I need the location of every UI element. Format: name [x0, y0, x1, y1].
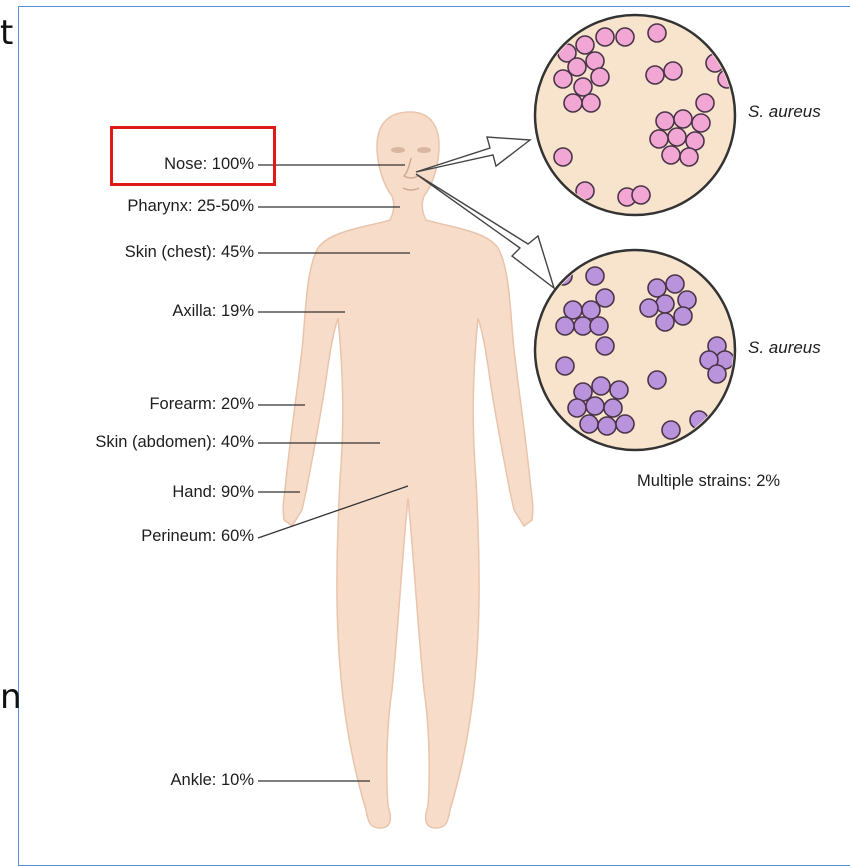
bacterium-2-20	[596, 337, 614, 355]
bacterium-2-4	[582, 301, 600, 319]
bacterium-2-13	[656, 313, 674, 331]
bacterium-2-14	[640, 299, 658, 317]
bacterium-1-21	[680, 148, 698, 166]
bacterium-1-1	[576, 36, 594, 54]
bacterium-1-15	[674, 110, 692, 128]
bacterium-2-8	[648, 279, 666, 297]
site-label-pharynx: Pharynx: 25-50%	[127, 198, 254, 215]
bacterium-2-19	[556, 357, 574, 375]
site-label-perineum: Perineum: 60%	[141, 528, 254, 545]
bacterium-1-12	[646, 66, 664, 84]
site-label-skin-abdomen: Skin (abdomen): 40%	[95, 434, 254, 451]
bacterium-1-16	[692, 114, 710, 132]
bacterium-2-26	[604, 399, 622, 417]
right-eye	[417, 147, 431, 153]
site-label-skin-chest: Skin (chest): 45%	[125, 244, 254, 261]
bacterium-2-22	[592, 377, 610, 395]
bacterium-2-7	[556, 317, 574, 335]
bacterium-2-31	[662, 421, 680, 439]
bacterium-2-27	[616, 415, 634, 433]
body-silhouette	[283, 112, 533, 828]
diagram-stage: t n Nose: 100% Pharynx: 25-50%	[0, 0, 850, 842]
bacterium-2-1	[586, 267, 604, 285]
species-label-1: S. aureus	[748, 102, 821, 122]
human-body	[283, 112, 533, 828]
bacterium-2-28	[580, 415, 598, 433]
bacterium-2-18	[708, 365, 726, 383]
species-label-2: S. aureus	[748, 338, 821, 358]
magnified-view-1	[535, 15, 736, 215]
bacterium-2-29	[598, 417, 616, 435]
bacterium-1-7	[582, 94, 600, 112]
bacterium-1-5	[574, 78, 592, 96]
magnified-lens-2	[535, 250, 735, 450]
nose-highlight-box	[110, 126, 276, 186]
site-label-hand: Hand: 90%	[172, 484, 254, 501]
site-label-axilla: Axilla: 19%	[172, 303, 254, 320]
bacterium-2-6	[590, 317, 608, 335]
bacterium-1-22	[696, 94, 714, 112]
bacterium-2-10	[678, 291, 696, 309]
bacterium-1-13	[664, 62, 682, 80]
bacterium-1-4	[554, 70, 572, 88]
multiple-strains-label: Multiple strains: 2%	[637, 472, 780, 491]
bacterium-2-3	[564, 301, 582, 319]
bacterium-2-30	[648, 371, 666, 389]
bacterium-1-28	[632, 186, 650, 204]
bacterium-1-20	[662, 146, 680, 164]
bacterium-1-25	[554, 148, 572, 166]
bacterium-2-11	[656, 295, 674, 313]
bacterium-1-17	[650, 130, 668, 148]
bacterium-2-25	[586, 397, 604, 415]
bacterium-1-14	[656, 112, 674, 130]
site-label-forearm: Forearm: 20%	[149, 396, 254, 413]
magnified-view-2	[535, 250, 735, 450]
left-eye	[391, 147, 405, 153]
bacterium-2-23	[610, 381, 628, 399]
bacterium-1-10	[648, 24, 666, 42]
bacterium-1-8	[564, 94, 582, 112]
bacterium-2-12	[674, 307, 692, 325]
bacterium-1-6	[591, 68, 609, 86]
bacterium-1-11	[596, 28, 614, 46]
site-label-ankle: Ankle: 10%	[171, 772, 254, 789]
bacterium-2-9	[666, 275, 684, 293]
bacterium-1-9	[616, 28, 634, 46]
bacterium-2-24	[568, 399, 586, 417]
bacterium-1-18	[668, 128, 686, 146]
